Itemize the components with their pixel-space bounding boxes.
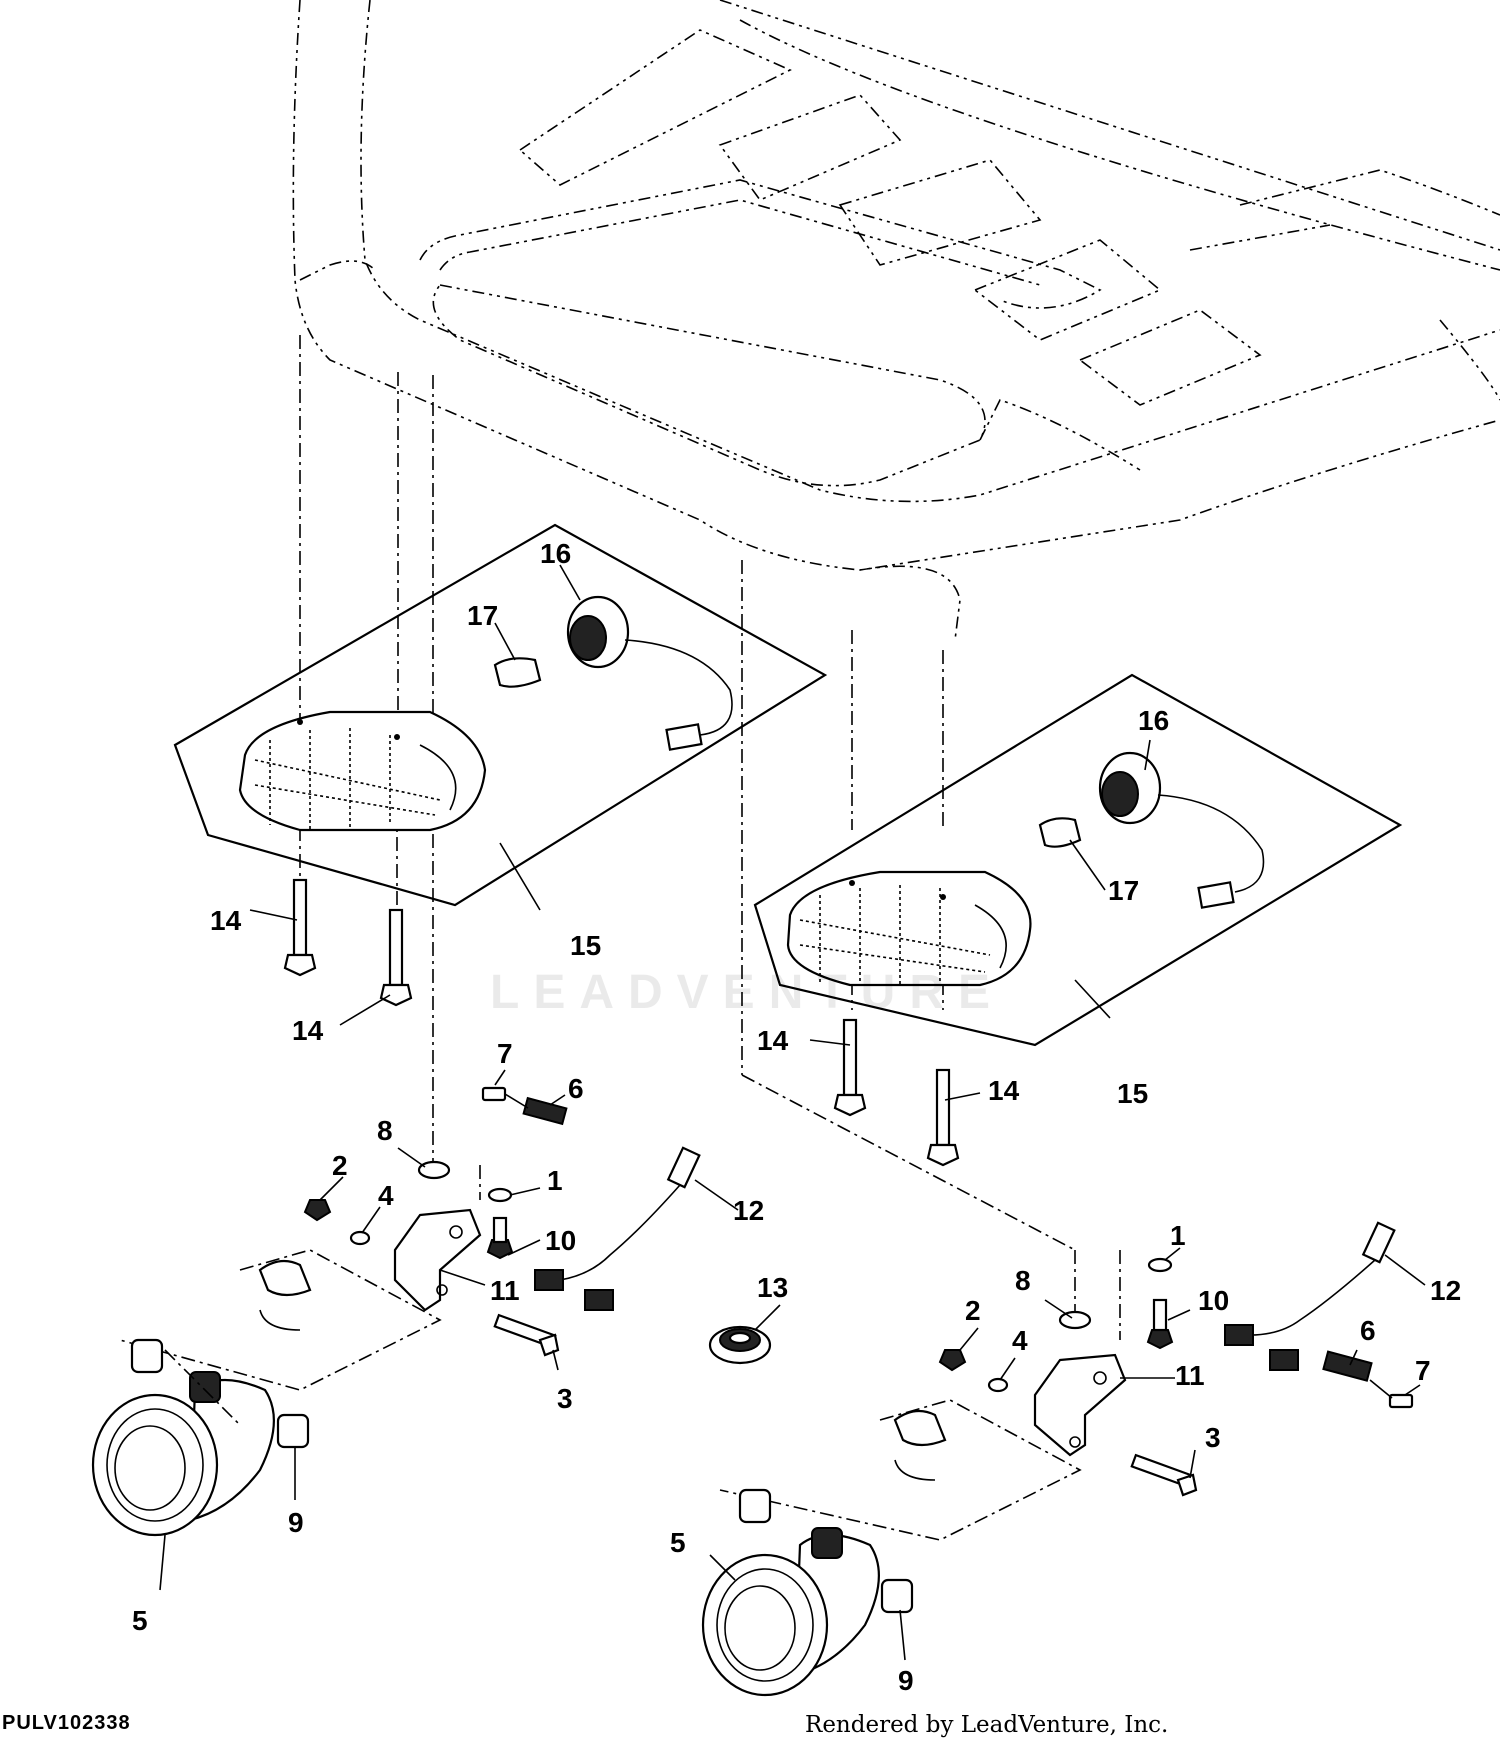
callout-15-right: 15 <box>1117 1078 1148 1109</box>
pivot-bolt-left <box>258 1259 312 1331</box>
bulb-left <box>493 657 542 688</box>
callout-6-right: 6 <box>1360 1315 1376 1346</box>
bolt-3-left <box>493 1313 560 1357</box>
nut-2-right <box>938 1349 967 1372</box>
leader-lines <box>159 564 1426 1661</box>
callout-5-left: 5 <box>132 1605 148 1636</box>
worklight-5-right <box>701 1488 914 1697</box>
harness-12-right <box>1224 1221 1396 1371</box>
lamp-lens-left <box>238 710 487 832</box>
washer-4-left <box>349 1230 371 1246</box>
isolator-9-left-a <box>130 1338 164 1374</box>
callout-14-b: 14 <box>292 1015 324 1046</box>
lamp-lens-right <box>786 870 1032 987</box>
callout-13: 13 <box>757 1272 788 1303</box>
callouts: 14 14 15 16 17 7 6 8 1 12 2 4 10 11 3 13… <box>132 538 1461 1696</box>
callout-9-right: 9 <box>898 1665 914 1696</box>
callout-7-left: 7 <box>497 1038 513 1069</box>
callout-10-right: 10 <box>1198 1285 1229 1316</box>
kit-boundary-left <box>173 523 828 907</box>
callout-8-right: 8 <box>1015 1265 1031 1296</box>
callout-1-right: 1 <box>1170 1220 1186 1251</box>
callout-14-a: 14 <box>210 905 242 936</box>
bracket-assembly-right <box>719 1221 1414 1541</box>
washer-1-left <box>487 1187 513 1203</box>
callout-12-right: 12 <box>1430 1275 1461 1306</box>
washer-8-right <box>1058 1310 1092 1330</box>
washer-1-right <box>1147 1257 1173 1273</box>
washer-8-left <box>417 1160 451 1180</box>
bolt-14-b <box>379 908 413 1007</box>
callout-2-left: 2 <box>332 1150 348 1181</box>
callout-12-left: 12 <box>733 1195 764 1226</box>
bolt-14-a <box>283 878 317 977</box>
callout-4-right: 4 <box>1012 1325 1028 1356</box>
callout-3-left: 3 <box>557 1383 573 1414</box>
lamp-socket-right <box>1098 751 1265 909</box>
callout-4-left: 4 <box>378 1180 394 1211</box>
light-kit-right <box>753 673 1403 1047</box>
callout-9-left: 9 <box>288 1507 304 1538</box>
light-kit-left <box>173 523 828 907</box>
kit-boundary-right <box>753 673 1403 1047</box>
isolator-left-a <box>189 1371 221 1403</box>
callout-16-right: 16 <box>1138 705 1169 736</box>
watermark: LEADVENTURE <box>490 966 1005 1019</box>
bolt-14-c <box>833 1018 867 1117</box>
callout-17-left: 17 <box>467 600 498 631</box>
nut-2-left <box>303 1199 332 1222</box>
callout-14-d: 14 <box>988 1075 1020 1106</box>
render-credit: Rendered by LeadVenture, Inc. <box>805 1712 1169 1738</box>
harness-12-left <box>534 1146 701 1311</box>
isolator-9-right-a <box>738 1488 772 1524</box>
pivot-bolt-right <box>893 1409 947 1481</box>
cab-roof <box>292 0 1500 641</box>
callout-5-right: 5 <box>670 1527 686 1558</box>
figure-id: PULV102338 <box>2 1712 131 1734</box>
lamp-socket-left <box>566 595 733 751</box>
bracket-11-left <box>393 1208 482 1312</box>
worklight-5-left <box>91 1338 310 1537</box>
bolt-10-left <box>486 1216 514 1260</box>
bolt-10-right <box>1146 1298 1174 1350</box>
bulb-right <box>1038 817 1082 848</box>
callout-17-right: 17 <box>1108 875 1139 906</box>
bolt-14-d <box>926 1068 960 1167</box>
callout-15-left: 15 <box>570 930 601 961</box>
callout-11-right: 11 <box>1175 1360 1205 1391</box>
callout-6-left: 6 <box>568 1073 584 1104</box>
bracket-11-right <box>1033 1353 1127 1457</box>
callout-8-left: 8 <box>377 1115 393 1146</box>
callout-3-right: 3 <box>1205 1422 1221 1453</box>
callout-11-left: 11 <box>490 1275 520 1306</box>
callout-16-left: 16 <box>540 538 571 569</box>
washer-4-right <box>987 1377 1009 1393</box>
callout-1-left: 1 <box>547 1165 563 1196</box>
callout-14-c: 14 <box>757 1025 789 1056</box>
isolator-9-right-b <box>880 1578 914 1614</box>
bolts-14 <box>283 878 960 1167</box>
isolator-right-a <box>811 1527 843 1559</box>
callout-7-right: 7 <box>1415 1355 1431 1386</box>
bracket-assembly-left <box>119 1086 701 1391</box>
callout-2-right: 2 <box>965 1295 981 1326</box>
connector-6-7-right <box>1322 1350 1414 1409</box>
callout-10-left: 10 <box>545 1225 576 1256</box>
grommet-13 <box>708 1325 772 1365</box>
connector-6-7-left <box>481 1086 568 1126</box>
isolator-9-left-b <box>276 1413 310 1449</box>
bolt-3-right <box>1130 1453 1198 1497</box>
